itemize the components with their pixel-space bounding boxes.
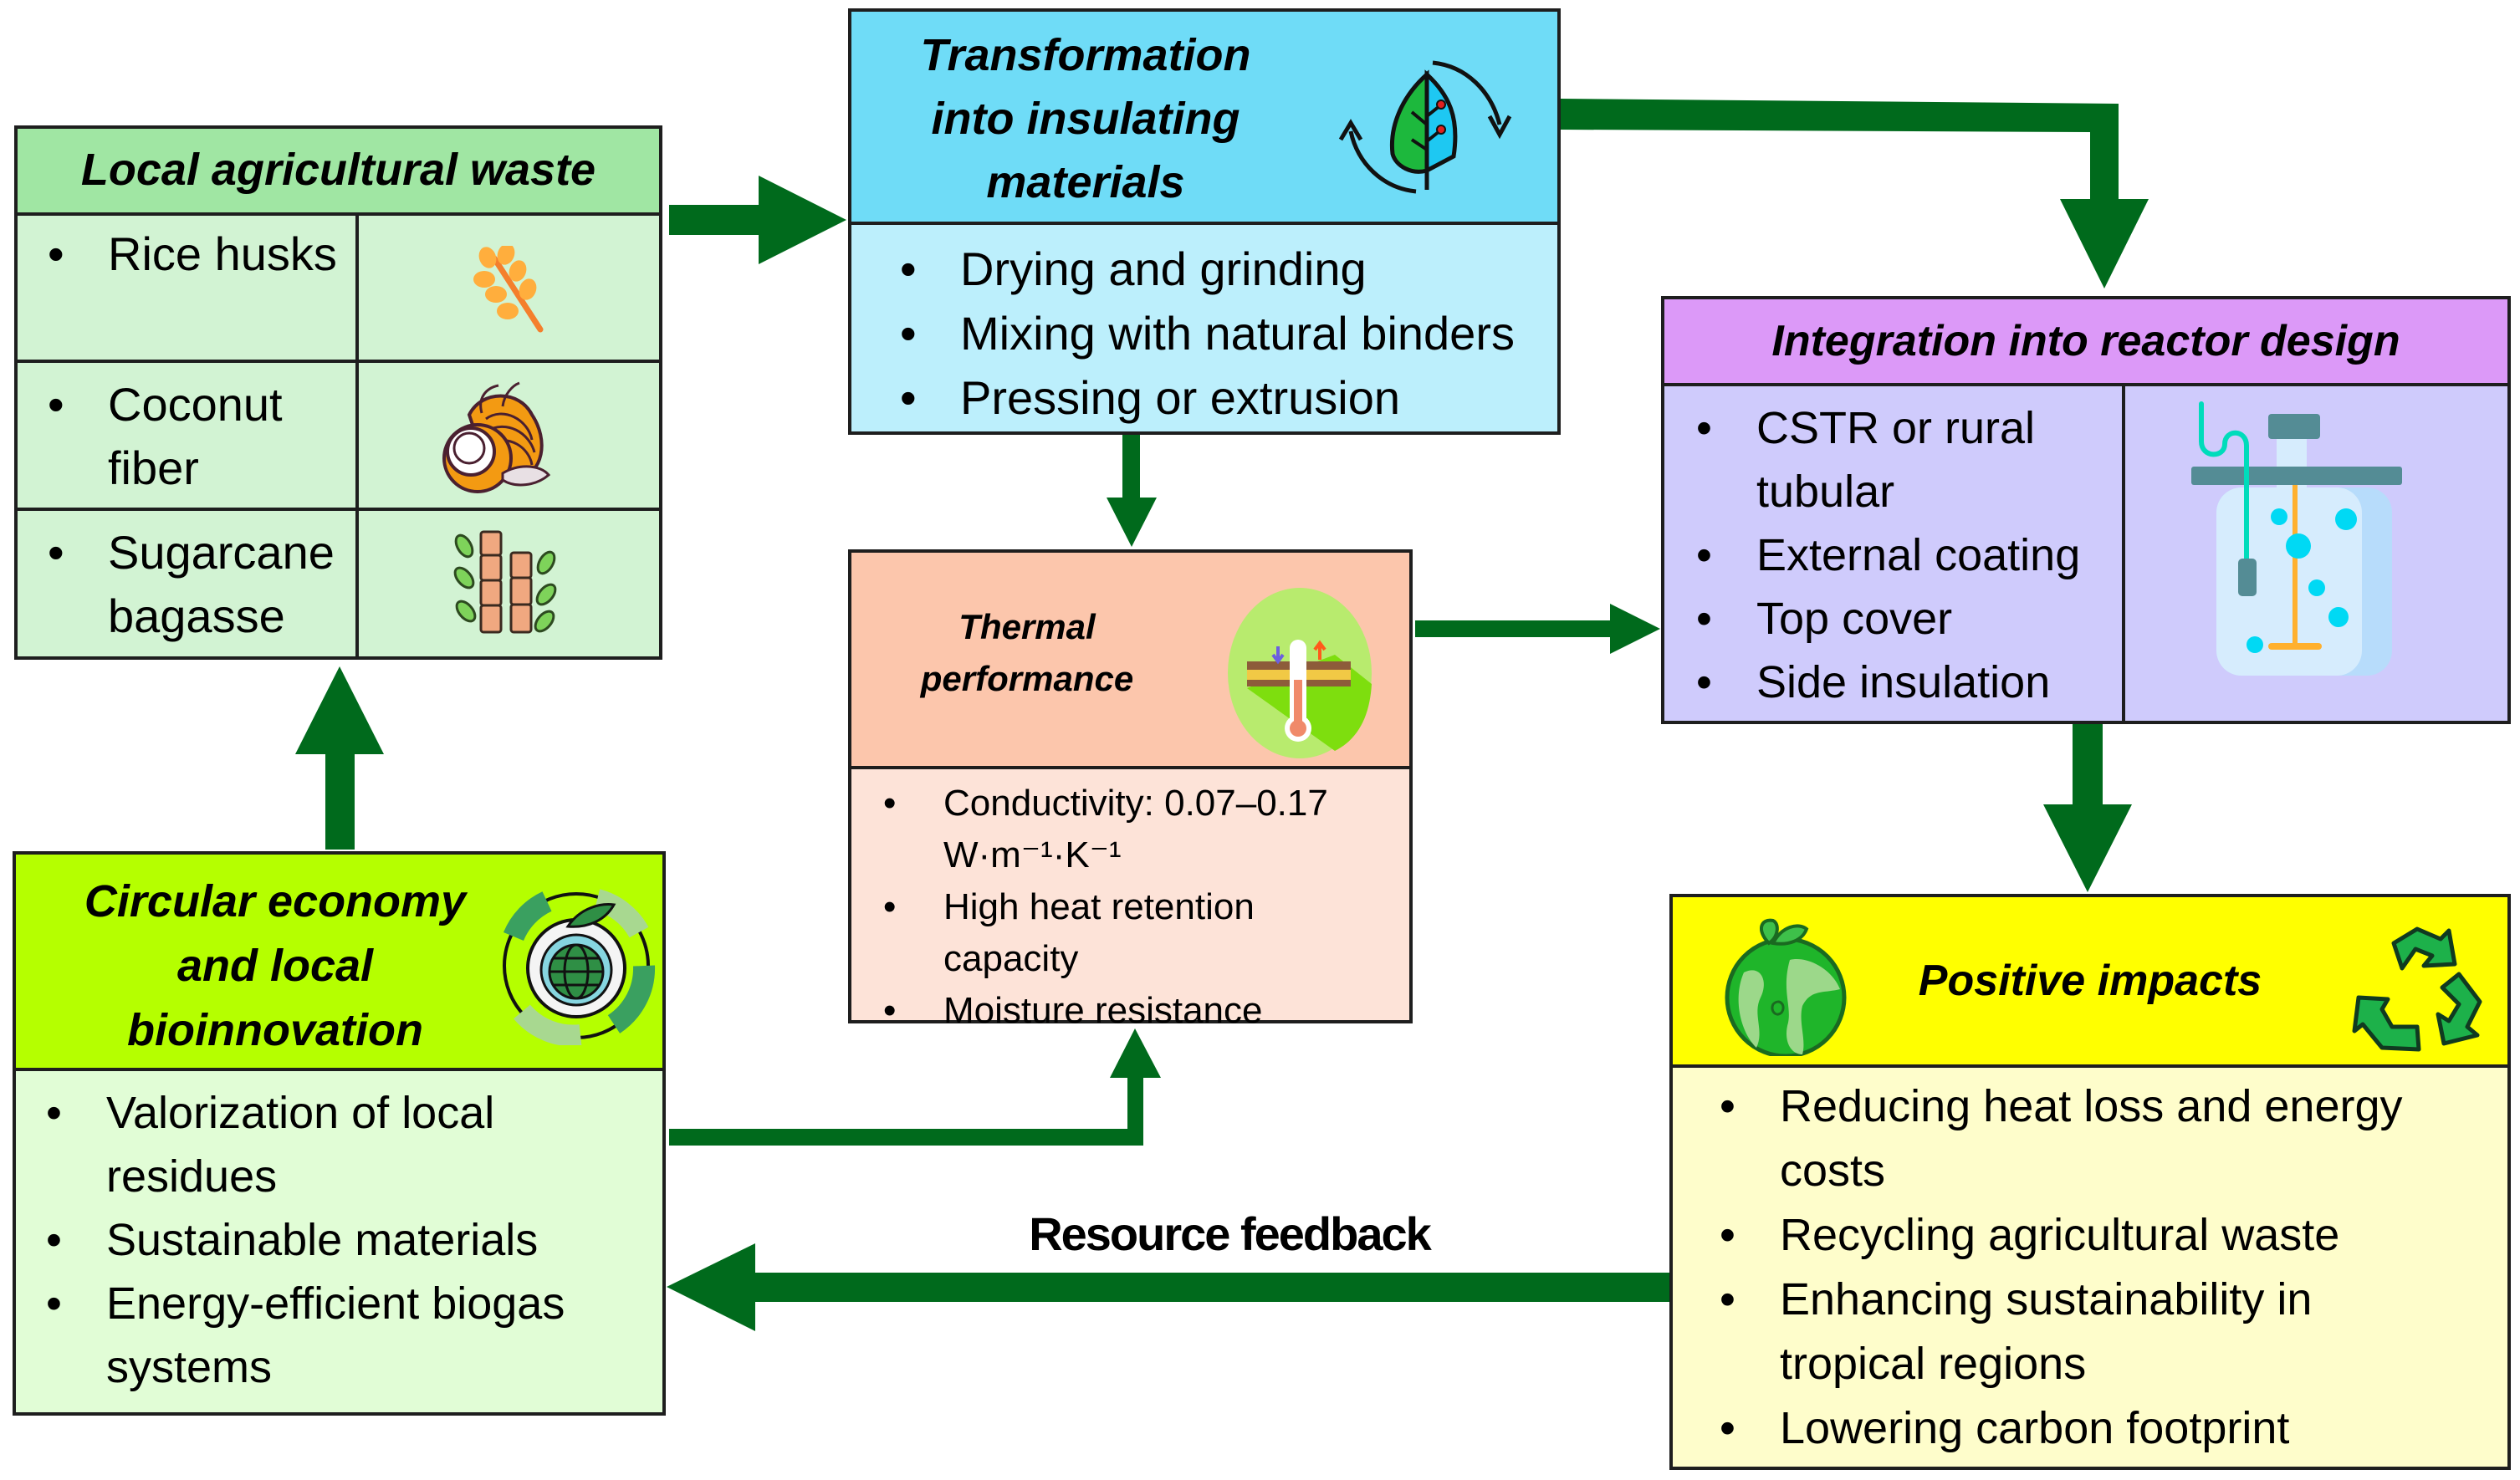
positive-box: Positive impacts Reducing heat loss and … — [1669, 894, 2511, 1470]
transformation-title-line: Transformation — [920, 30, 1251, 80]
integration-column-divider — [2122, 383, 2125, 721]
arrow-transformation-to-integration — [1561, 99, 2149, 288]
rice-husks-label: Rice husks — [108, 227, 337, 280]
leaf-cycle-icon — [1324, 58, 1525, 204]
arrow-circular-to-local — [295, 666, 384, 850]
thermal-item: Moisture resistance — [883, 985, 1393, 1037]
integration-item: Side insulation — [1696, 651, 2122, 714]
local-waste-row-text: • Sugarcane bagasse — [48, 521, 359, 648]
local-waste-box: Local agricultural waste • Rice husks — [14, 125, 662, 660]
arrow-transformation-to-thermal — [1107, 435, 1157, 547]
local-waste-row-text: • Coconut fiber — [48, 373, 350, 500]
positive-item: Reducing heat loss and energy costs — [1720, 1074, 2474, 1203]
transformation-item: Pressing or extrusion — [900, 365, 1557, 430]
integration-item: CSTR or rural tubular — [1696, 396, 2074, 523]
transformation-box: Transformation into insulating materials — [848, 8, 1561, 435]
integration-list: CSTR or rural tubular External coating T… — [1696, 396, 2122, 714]
thermal-body: Conductivity: 0.07–0.17 W·m⁻¹·K⁻¹ High h… — [851, 769, 1409, 1037]
local-waste-row-text: • Rice husks — [48, 222, 350, 286]
coconut-icon — [436, 381, 561, 503]
thermal-item: High heat retention capacity — [883, 881, 1393, 985]
bullet: • — [48, 227, 64, 280]
bullet: • — [48, 378, 64, 431]
positive-item: Enhancing sustainability in tropical reg… — [1720, 1268, 2365, 1396]
transformation-item: Mixing with natural binders — [900, 301, 1557, 365]
arrow-integration-to-positive — [2043, 724, 2132, 892]
thermal-list: Conductivity: 0.07–0.17 W·m⁻¹·K⁻¹ High h… — [883, 778, 1393, 1037]
circular-body: Valorization of local residues Sustainab… — [16, 1071, 662, 1412]
positive-body: Reducing heat loss and energy costs Recy… — [1673, 1068, 2507, 1467]
positive-title: Positive impacts — [1918, 956, 2262, 1005]
circular-title: Circular economy and local bioinnovation — [58, 870, 493, 1063]
local-waste-header: Local agricultural waste — [18, 129, 659, 216]
integration-box: Integration into reactor design CSTR or … — [1661, 296, 2511, 724]
integration-item: External coating — [1696, 523, 2122, 587]
local-waste-row: • Coconut fiber — [18, 363, 659, 511]
arrow-circular-to-thermal — [669, 1028, 1161, 1146]
circular-title-line: bioinnovation — [127, 1005, 423, 1055]
bioreactor-icon — [2191, 396, 2409, 684]
arrow-local-to-transformation — [669, 176, 846, 264]
thermal-item: Conductivity: 0.07–0.17 W·m⁻¹·K⁻¹ — [883, 778, 1393, 881]
positive-header: Positive impacts — [1673, 897, 2507, 1068]
circular-list: Valorization of local residues Sustainab… — [46, 1081, 646, 1399]
circular-item: Energy-efficient biogas systems — [46, 1272, 625, 1399]
resource-feedback-label: Resource feedback — [1029, 1207, 1432, 1260]
circular-header: Circular economy and local bioinnovation — [16, 855, 662, 1071]
sugarcane-label: Sugarcane bagasse — [108, 526, 335, 642]
positive-item: Lowering carbon footprint — [1720, 1396, 2474, 1461]
recycle-icon — [2350, 922, 2484, 1060]
transformation-list: Drying and grinding Mixing with natural … — [900, 237, 1557, 430]
sugarcane-icon — [446, 528, 563, 640]
thermal-header: Thermal performance — [851, 553, 1409, 769]
transformation-item: Drying and grinding — [900, 237, 1557, 301]
integration-body: CSTR or rural tubular External coating T… — [1664, 386, 2122, 721]
earth-icon — [1723, 914, 1857, 1060]
coconut-fiber-label: Coconut fiber — [108, 378, 283, 494]
circular-title-line: Circular economy — [84, 876, 467, 926]
transformation-title-line: into insulating — [931, 94, 1240, 144]
local-waste-row: • Rice husks — [18, 212, 659, 363]
transformation-header: Transformation into insulating materials — [851, 12, 1557, 225]
integration-item: Top cover — [1696, 587, 2122, 651]
arrow-thermal-to-integration — [1415, 604, 1660, 654]
transformation-body: Drying and grinding Mixing with natural … — [851, 225, 1557, 431]
thermal-box: Thermal performance Conductivity: 0.07–0… — [848, 549, 1413, 1037]
thermal-title-line: Thermal — [958, 607, 1096, 646]
local-waste-column-divider — [355, 212, 359, 660]
positive-item: Recycling agricultural waste — [1720, 1203, 2474, 1268]
positive-list: Reducing heat loss and energy costs Recy… — [1720, 1074, 2474, 1461]
integration-header: Integration into reactor design — [1664, 299, 2507, 386]
circular-title-line: and local — [176, 941, 374, 991]
transformation-title: Transformation into insulating materials — [885, 23, 1286, 214]
bullet: • — [48, 526, 64, 579]
thermal-title: Thermal performance — [885, 601, 1169, 705]
thermal-title-line: performance — [920, 659, 1134, 698]
local-waste-row: • Sugarcane bagasse — [18, 511, 659, 656]
integration-title: Integration into reactor design — [1771, 316, 2400, 365]
wheat-icon — [469, 243, 553, 342]
circular-item: Sustainable materials — [46, 1208, 646, 1272]
local-waste-title: Local agricultural waste — [80, 145, 596, 196]
transformation-title-line: materials — [986, 157, 1185, 207]
thermometer-insulation-icon — [1226, 588, 1377, 768]
circular-box: Circular economy and local bioinnovation — [13, 851, 666, 1416]
circular-globe-icon — [497, 886, 656, 1049]
circular-item: Valorization of local residues — [46, 1081, 558, 1208]
